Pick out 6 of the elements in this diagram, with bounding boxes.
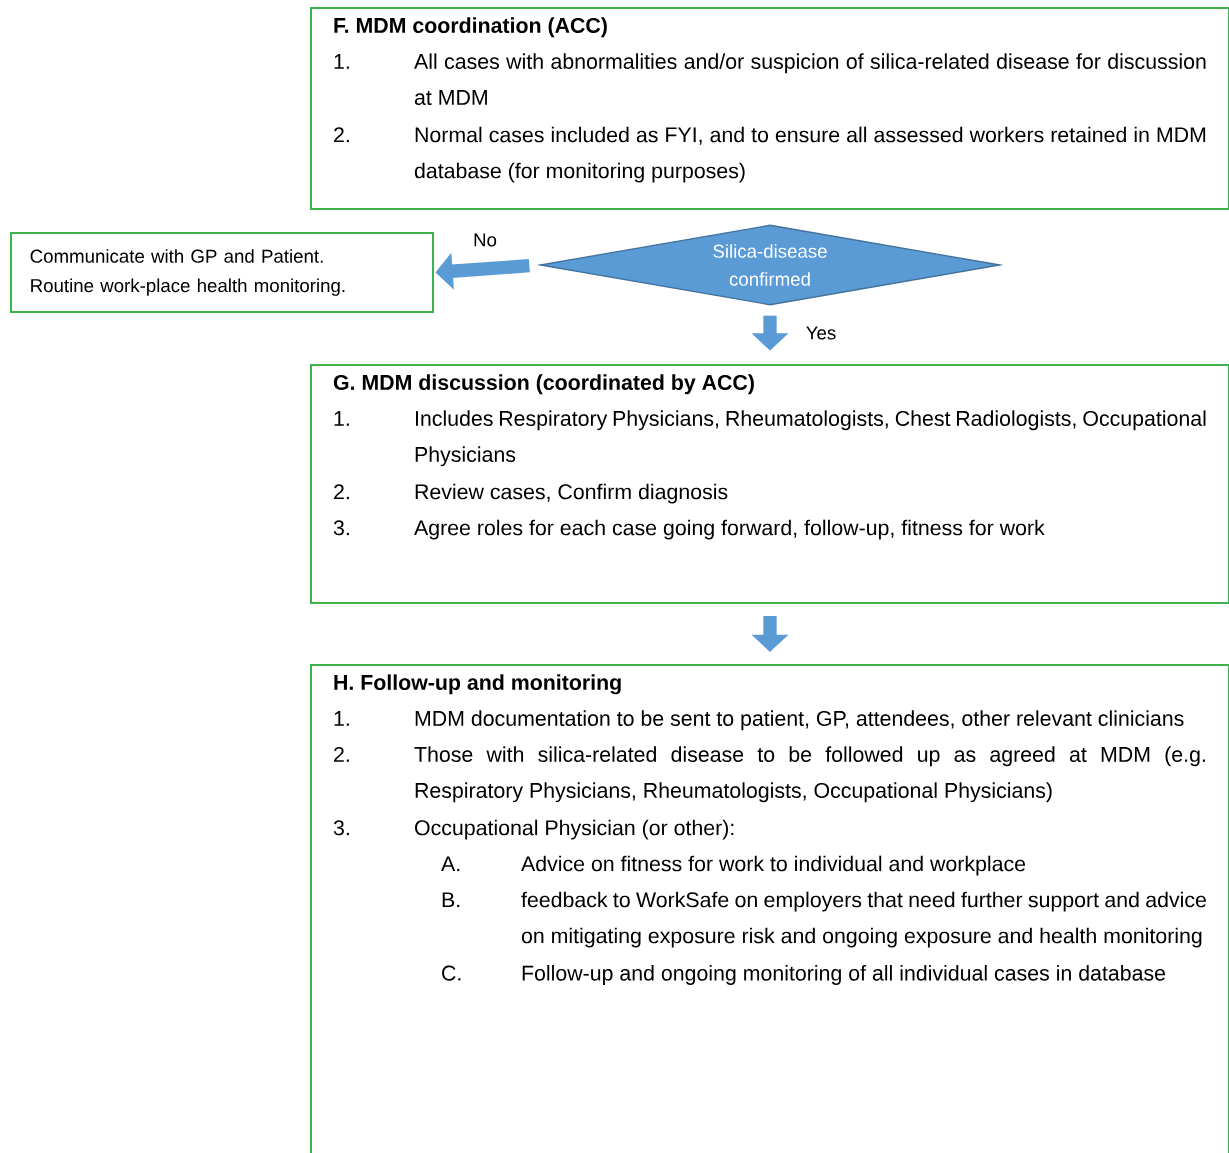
- process-box: G. MDM discussion (coordinated by ACC) 1. Includes Respiratory Physicians, Rheumatologists, Chest Radiologists, Occupational Physicians 2. Review cases, Confirm diagnosis 3. Agree roles for each case going forward, follow-up, fitness for work: [310, 364, 1229, 604]
- action-box: Communicate with GP and Patient. Routine work-place health monitoring.: [10, 232, 434, 313]
- process-box: F. MDM coordination (ACC) 1. All cases with abnormalities and/or suspicion of silica-related disease for discussion at MDM 2. Normal cases included as FYI, and to ensure all assessed workers retained in MDM database (for monitoring purposes): [310, 7, 1229, 210]
- process-box: H. Follow-up and monitoring 1. MDM documentation to be sent to patient, GP, attendees, other relevant clinicians 2. Those with silica-related disease to be followed up as agreed at MDM (e.g. Respiratory Physicians, Rheumatologists, Occupational Physicians) 3. Occupational Physician (or other): A. Advice on fitness for work to individual and workplace B. feedback to WorkSafe on employers that need further support and advice on mitigating exposure risk and ongoing exposure and health monitoring C. Follow-up and ongoing monitoring of all individual cases in database: [310, 664, 1229, 1153]
- edge-label: Yes: [806, 326, 836, 340]
- edge-label: No: [474, 233, 497, 247]
